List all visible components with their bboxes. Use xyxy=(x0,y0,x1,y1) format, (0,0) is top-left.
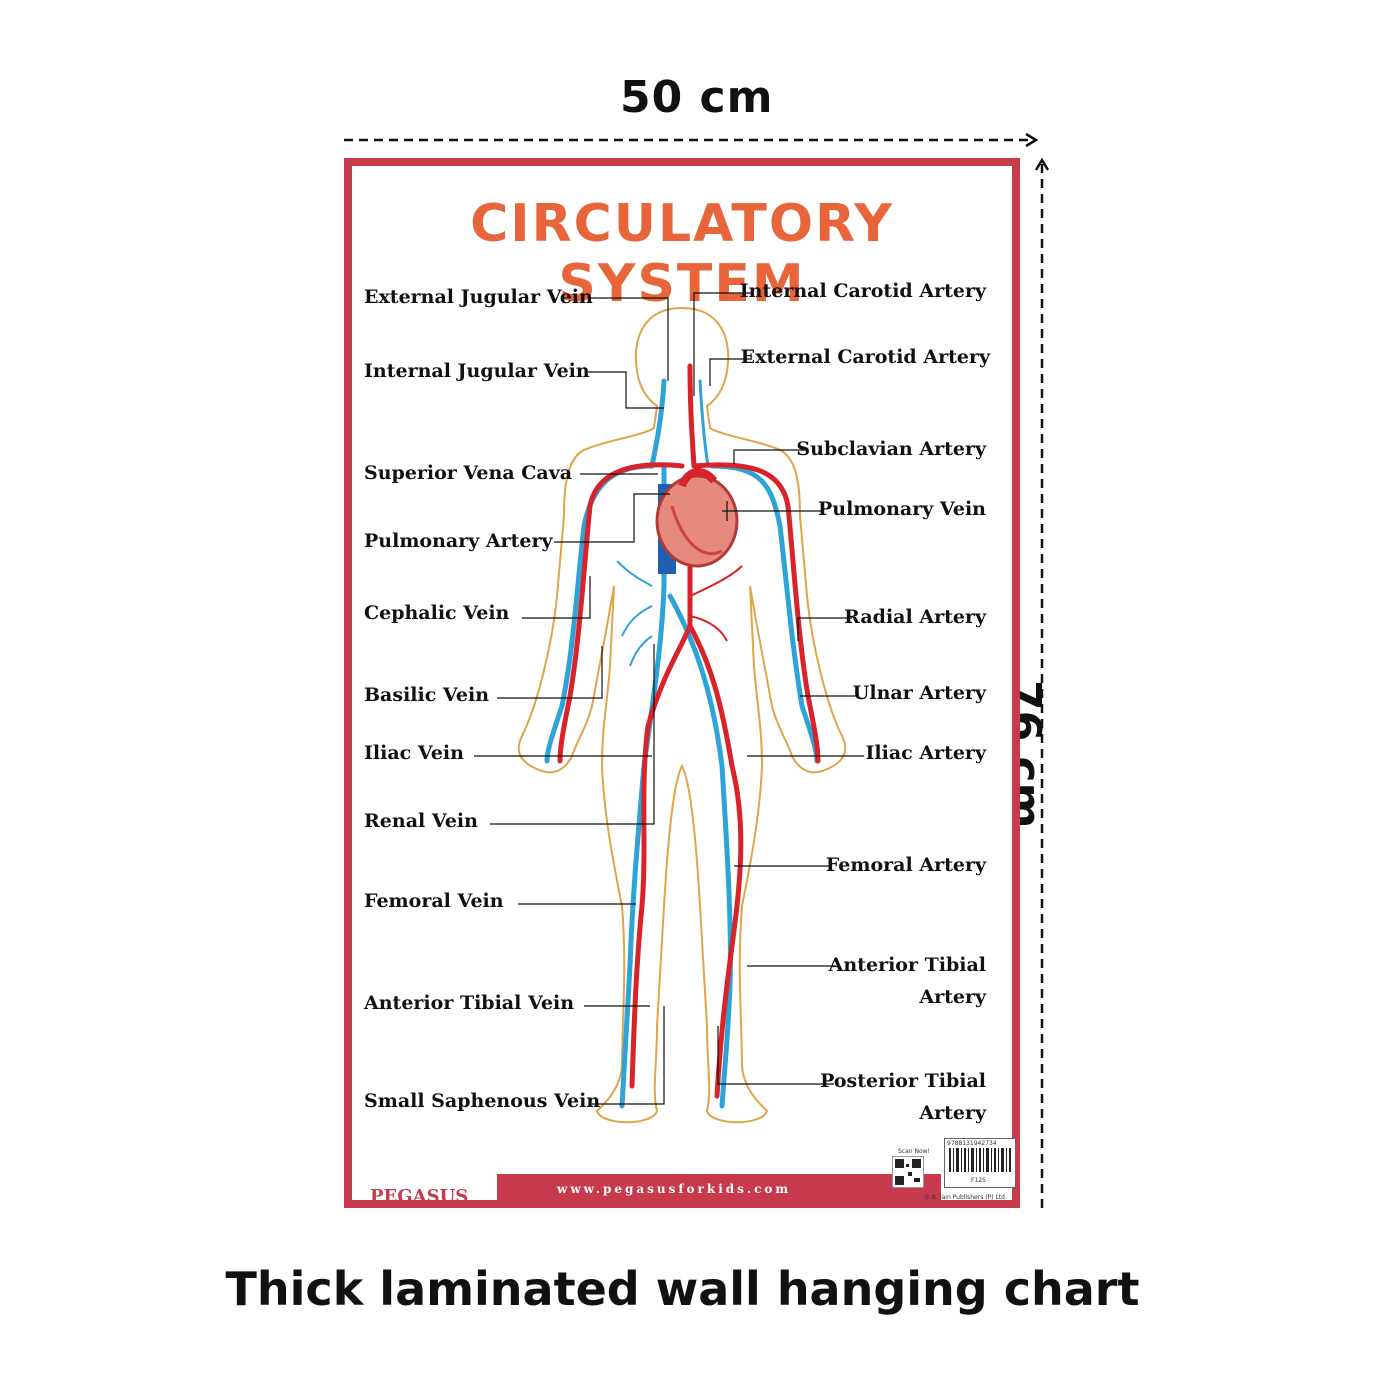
leader-cephalic xyxy=(522,576,591,619)
heart-icon xyxy=(655,468,739,574)
leader-external-jugular xyxy=(590,297,669,381)
footer-url: www.pegasusforkids.com xyxy=(557,1182,792,1196)
label-basilic-vein: Basilic Vein xyxy=(364,684,490,706)
label-subclavian-artery: Subclavian Artery xyxy=(796,438,986,460)
leader-renal-vein xyxy=(490,644,655,825)
label-external-jugular-vein: External Jugular Vein xyxy=(364,286,593,308)
isbn-text: 9788131942734 xyxy=(947,1140,997,1147)
leader-pulmonary-artery xyxy=(554,493,670,543)
poster: CIRCULATORY SYSTEM xyxy=(344,158,1020,1208)
barcode-icon xyxy=(949,1148,1011,1172)
artery-carotid xyxy=(687,363,697,469)
label-posterior-tibial-artery-line2: Artery xyxy=(919,1102,986,1124)
leader-basilic xyxy=(497,646,603,699)
vein-arm-right xyxy=(709,463,820,764)
label-external-carotid-artery: External Carotid Artery xyxy=(740,346,990,368)
artery-right-leg xyxy=(687,623,744,1099)
artery-arm-right xyxy=(691,462,821,764)
leader-pulmonary-vein xyxy=(722,501,822,521)
label-internal-carotid-artery: Internal Carotid Artery xyxy=(739,280,986,302)
label-radial-artery: Radial Artery xyxy=(844,606,986,628)
vein-vena-cava xyxy=(619,463,667,1109)
leader-radial xyxy=(797,617,852,641)
label-small-saphenous-vein: Small Saphenous Vein xyxy=(364,1090,601,1112)
body-outline xyxy=(517,306,847,1124)
vein-right-leg xyxy=(667,593,733,1109)
leader-subclavian xyxy=(733,449,807,464)
barcode: 9788131942734 F125 xyxy=(944,1138,1016,1188)
label-anterior-tibial-artery-line1: Anterior Tibial xyxy=(828,954,986,976)
body-illustration xyxy=(474,292,864,1124)
vein-arm-left xyxy=(544,463,655,764)
label-internal-jugular-vein: Internal Jugular Vein xyxy=(364,360,590,382)
vein-neck-left xyxy=(649,378,667,469)
vein-branches xyxy=(616,560,653,667)
caption: Thick laminated wall hanging chart xyxy=(225,1262,1140,1316)
pegasus-logo: PEGASUS xyxy=(370,1186,469,1207)
label-superior-vena-cava: Superior Vena Cava xyxy=(364,462,573,484)
label-pulmonary-vein: Pulmonary Vein xyxy=(817,498,986,520)
leader-internal-jugular xyxy=(588,371,664,409)
leader-external-carotid xyxy=(709,358,752,386)
label-ulnar-artery: Ulnar Artery xyxy=(852,682,986,704)
footer-bar xyxy=(497,1174,941,1208)
label-pulmonary-artery: Pulmonary Artery xyxy=(364,530,553,552)
vein-neck-right xyxy=(698,379,710,468)
label-iliac-vein: Iliac Vein xyxy=(364,742,464,764)
artery-arm-left xyxy=(557,462,685,764)
label-femoral-vein: Femoral Vein xyxy=(364,890,504,912)
label-anterior-tibial-vein: Anterior Tibial Vein xyxy=(364,992,575,1014)
label-femoral-artery: Femoral Artery xyxy=(825,854,986,876)
artery-branches xyxy=(689,565,743,642)
scan-now-text: Scan Now! xyxy=(898,1148,930,1155)
leader-small-saphenous xyxy=(592,1006,665,1105)
width-label: 50 cm xyxy=(620,72,774,123)
publisher-text: © B. Jain Publishers (P) Ltd. xyxy=(924,1194,1007,1201)
label-anterior-tibial-artery-line2: Artery xyxy=(919,986,986,1008)
qr-code-icon xyxy=(892,1156,924,1188)
label-iliac-artery: Iliac Artery xyxy=(865,742,987,764)
poster-title: CIRCULATORY SYSTEM xyxy=(470,194,894,314)
leader-internal-carotid xyxy=(693,292,752,396)
label-renal-vein: Renal Vein xyxy=(364,810,478,832)
label-cephalic-vein: Cephalic Vein xyxy=(364,602,510,624)
label-posterior-tibial-artery-line1: Posterior Tibial xyxy=(820,1070,986,1092)
artery-aorta xyxy=(629,553,693,1089)
leader-posterior-tibial-artery xyxy=(717,1026,834,1085)
product-code: F125 xyxy=(971,1177,986,1184)
